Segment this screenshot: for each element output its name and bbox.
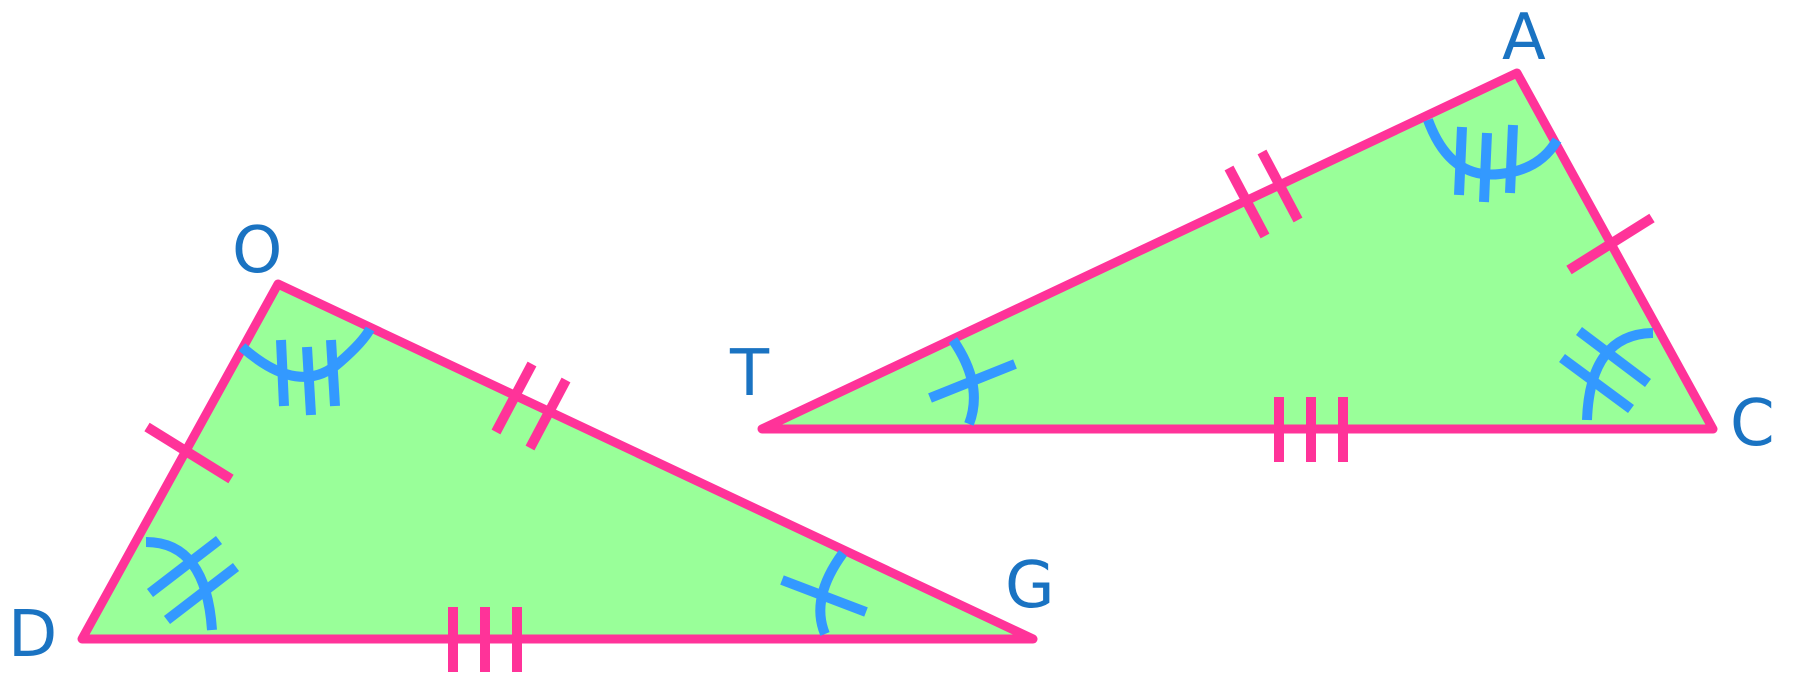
vertex-label-t: T <box>729 337 770 411</box>
tick-mark <box>1257 149 1303 223</box>
tick-mark <box>525 377 571 451</box>
angle-tick <box>326 339 340 407</box>
angle-arc <box>1423 118 1562 180</box>
vertex-label-d: D <box>8 598 57 672</box>
angle-tick <box>1505 124 1518 194</box>
tick-mark <box>1566 213 1655 275</box>
angle-tick <box>1575 327 1652 387</box>
vertex-label-o: O <box>232 214 282 288</box>
angle-a-marks <box>1423 118 1562 203</box>
angle-tick <box>1479 132 1492 203</box>
vertex-label-a: A <box>1502 1 1546 75</box>
angle-c-marks <box>1559 327 1654 421</box>
triangle-cat-shape <box>757 68 1718 434</box>
triangle-cat <box>757 68 1718 462</box>
angle-tick <box>302 346 316 416</box>
angle-o-marks <box>238 326 375 416</box>
angle-tick <box>1559 353 1634 414</box>
angle-tick <box>276 339 289 407</box>
angle-d-marks <box>145 536 240 631</box>
side-ac-tick-marks <box>1566 213 1655 275</box>
angle-tick <box>1454 126 1467 196</box>
tick-mark <box>1224 165 1270 239</box>
triangle-dog <box>77 279 1038 672</box>
angle-g-marks <box>780 550 868 636</box>
angle-tick <box>163 563 240 624</box>
tick-mark <box>144 422 234 484</box>
vertex-label-g: G <box>1005 549 1055 623</box>
angle-tick <box>928 359 1017 403</box>
angle-tick <box>146 536 223 597</box>
side-ta-tick-marks <box>1224 149 1303 239</box>
side-tc-tick-marks <box>1274 397 1348 462</box>
side-dg-tick-marks <box>448 607 522 672</box>
tick-mark <box>491 361 537 435</box>
vertex-label-c: C <box>1730 387 1775 461</box>
side-og-tick-marks <box>491 361 571 451</box>
side-do-tick-marks <box>144 422 234 484</box>
angle-t-marks <box>928 337 1017 426</box>
angle-tick <box>780 575 868 617</box>
triangle-dog-shape <box>77 279 1038 644</box>
